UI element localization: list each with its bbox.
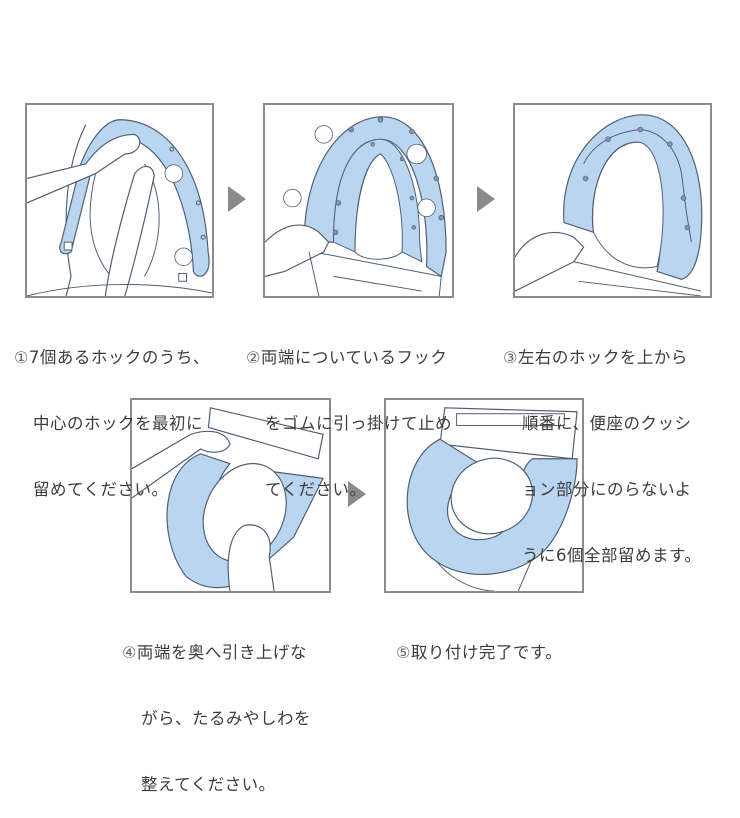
step-4-illustration	[130, 398, 331, 593]
step-1-caption: ①7個あるホックのうち、 中心のホックを最初に 留めてください。	[14, 348, 210, 499]
hooking-elastic-band-illustration	[265, 116, 447, 296]
step-2-caption: ②両端についているフック をゴムに引っ掛けて止め てください。	[246, 348, 452, 499]
step-1-illustration	[25, 103, 214, 298]
hooking-center-hook-illustration	[27, 119, 212, 296]
step-3-illustration	[513, 103, 712, 298]
next-step-arrow-icon	[348, 481, 366, 507]
step-4-caption: ④両端を奥へ引き上げな がら、たるみやしわを 整えてください。	[122, 643, 311, 794]
step-2-illustration	[263, 103, 454, 298]
step-3-caption: ③左右のホックを上から 順番に、便座のクッシ ョン部分にのらないよ うに6個全部…	[503, 348, 702, 565]
next-step-arrow-icon	[477, 186, 495, 212]
step-number: ⑤	[396, 643, 411, 662]
fastening-six-hooks-illustration	[515, 114, 703, 296]
step-number: ②	[246, 348, 261, 367]
next-step-arrow-icon	[228, 186, 246, 212]
step-5-illustration	[384, 398, 584, 593]
installation-complete-illustration	[406, 407, 578, 591]
step-number: ①	[14, 348, 29, 367]
step-number: ④	[122, 643, 137, 662]
step-number: ③	[503, 348, 518, 367]
pulling-ends-back-illustration	[132, 407, 324, 591]
step-5-caption: ⑤取り付け完了です。	[396, 643, 563, 662]
